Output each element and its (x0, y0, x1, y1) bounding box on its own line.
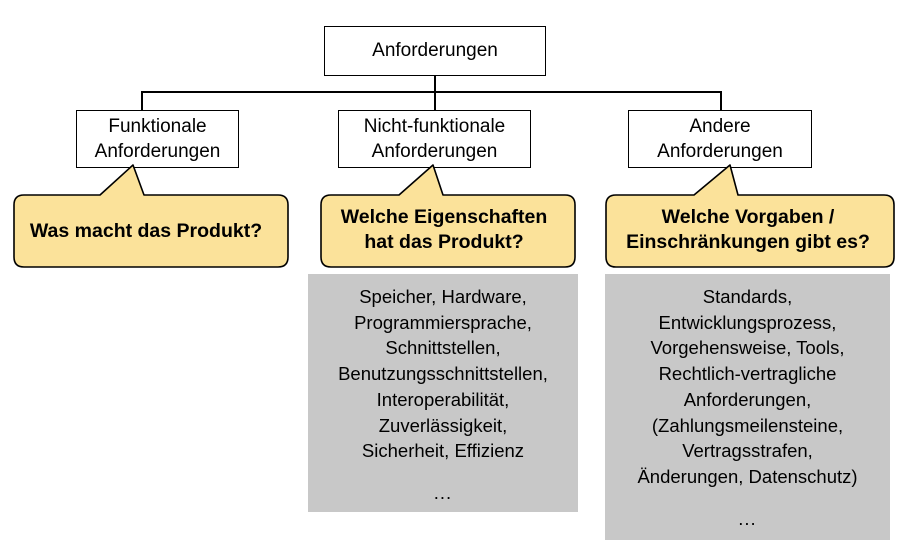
node-nicht-funktionale-anforderungen: Nicht-funktionale Anforderungen (338, 110, 531, 168)
node-funktionale-label-line2: Anforderungen (94, 141, 221, 162)
node-andere-anforderungen: Andere Anforderungen (628, 110, 812, 168)
connector-drop-nicht-funktionale (434, 91, 436, 110)
panel-line: Änderungen, Datenschutz) (637, 465, 858, 487)
node-nicht-funktionale-label: Nicht-funktionale Anforderungen (364, 114, 506, 164)
connector-drop-funktionale (141, 91, 143, 110)
panel-line: Anforderungen, (683, 388, 812, 410)
node-root-label: Anforderungen (372, 40, 498, 62)
node-anforderungen: Anforderungen (324, 26, 546, 76)
callout-nicht-funktionale-shape (320, 164, 576, 268)
panel-line: (Zahlungsmeilensteine, (651, 414, 844, 436)
panel-line: Rechtlich-vertragliche (658, 363, 837, 385)
node-andere-label-line1: Andere (689, 115, 751, 137)
panel-line: Sicherheit, Effizienz (361, 440, 525, 462)
node-funktionale-anforderungen: Funktionale Anforderungen (76, 110, 239, 168)
node-andere-label: Andere Anforderungen (657, 114, 783, 164)
panel-line: Vertragsstrafen, (682, 440, 813, 462)
callout-funktionale-shape (13, 164, 289, 268)
panel-line: Schnittstellen, (385, 337, 501, 359)
node-funktionale-label-line1: Funktionale (108, 115, 207, 137)
callout-andere-shape (605, 164, 895, 268)
panel-ellipsis: ... (433, 481, 453, 503)
node-nicht-funktionale-label-line2: Anforderungen (371, 141, 498, 162)
callout-nicht-funktionale: Welche Eigenschaften hat das Produkt? (313, 163, 576, 268)
panel-line: Standards, (702, 286, 793, 307)
panel-line: Zuverlässigkeit, (378, 414, 508, 436)
node-nicht-funktionale-label-line1: Nicht-funktionale (363, 115, 506, 137)
connector-horizontal-bar (141, 91, 721, 93)
panel-nicht-funktionale-details: Speicher, Hardware, Programmiersprache, … (308, 274, 578, 512)
node-andere-label-line2: Anforderungen (657, 141, 783, 162)
node-funktionale-label: Funktionale Anforderungen (95, 114, 221, 164)
panel-ellipsis: ... (738, 507, 757, 529)
panel-line: Interoperabilität, (376, 388, 510, 410)
connector-drop-andere (720, 91, 722, 110)
panel-andere-details: Standards, Entwicklungsprozess, Vorgehen… (605, 274, 890, 540)
panel-line: Benutzungsschnittstellen, (338, 363, 548, 385)
panel-line: Vorgehensweise, Tools, (650, 337, 845, 359)
panel-line: Programmiersprache, (354, 311, 532, 333)
callout-andere: Welche Vorgaben / Einschränkungen gibt e… (602, 163, 895, 268)
callout-funktionale: Was macht das Produkt? (4, 163, 289, 268)
panel-line: Speicher, Hardware, (359, 286, 527, 307)
panel-line: Entwicklungsprozess, (658, 311, 837, 333)
